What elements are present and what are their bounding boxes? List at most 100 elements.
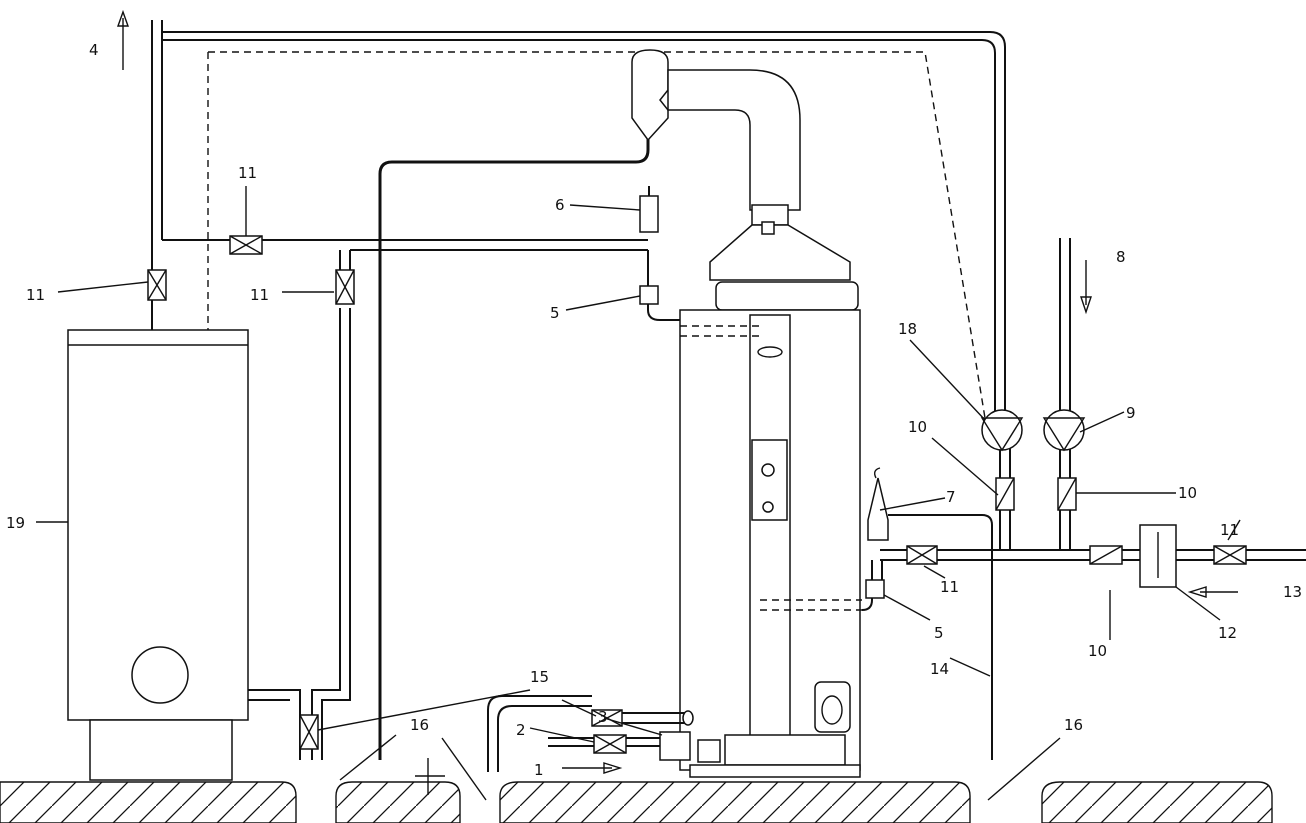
arrow-4 [117, 9, 129, 70]
fitting-5 [639, 285, 659, 305]
flow-arrows [117, 9, 1238, 774]
inlet-8 [1059, 238, 1071, 412]
pipe-end [682, 710, 694, 726]
label-11e: 11 [1220, 521, 1239, 539]
callout-labels: 4 11 11 11 19 6 5 8 18 9 10 10 7 11 13 1… [6, 41, 1302, 779]
leader [569, 204, 641, 211]
gas-regulator-3 [659, 731, 691, 761]
valves-11-left [147, 235, 355, 750]
floor-segment [335, 781, 461, 823]
hood-clip [761, 221, 775, 235]
heater-panel-strip [749, 314, 791, 771]
tank-inspection-port [131, 646, 189, 704]
leader [441, 737, 487, 801]
check-mark [995, 477, 1015, 511]
leader [1227, 519, 1241, 541]
draft-hood [709, 224, 851, 281]
right-piping [861, 238, 1306, 760]
label-11a: 11 [238, 164, 257, 182]
leader [879, 497, 946, 511]
check-mark [1057, 477, 1077, 511]
arrow-13 [1187, 586, 1238, 598]
valve-cross [1213, 545, 1247, 565]
valve-cross [593, 734, 627, 754]
valve-cross [591, 709, 623, 727]
recirc-loop-outer [162, 31, 1006, 415]
leader [883, 594, 931, 621]
label-16a: 16 [410, 716, 429, 734]
leader [57, 281, 149, 293]
burner-assembly [724, 734, 846, 766]
leader [529, 727, 595, 743]
floor-segment [0, 781, 297, 823]
label-3: 3 [598, 708, 608, 726]
leader [317, 689, 531, 731]
valve-cross [335, 269, 355, 305]
recirc-loop-inner [162, 39, 996, 415]
label-5a: 5 [550, 304, 560, 322]
hood-skirt [715, 281, 859, 311]
label-14: 14 [930, 660, 949, 678]
gas-line-to-heater [622, 712, 688, 724]
label-8: 8 [1116, 248, 1126, 266]
label-10a: 10 [908, 418, 927, 436]
label-9: 9 [1126, 404, 1136, 422]
pump-9 [1043, 409, 1085, 451]
label-18: 18 [898, 320, 917, 338]
floor-segment [1041, 781, 1273, 823]
heater-logo [757, 346, 783, 358]
internal-dashed [680, 325, 760, 337]
label-11b: 11 [26, 286, 45, 304]
label-7: 7 [946, 488, 956, 506]
heavy-drain-pipe [378, 132, 650, 760]
internal-dashed [760, 599, 862, 611]
to-softener [1122, 549, 1140, 561]
heater-base [689, 764, 861, 778]
valve-cross [906, 545, 938, 565]
return-to-floor [311, 308, 351, 760]
leader [949, 657, 991, 677]
heater-inlet [647, 250, 680, 321]
leader [603, 717, 663, 736]
label-1: 1 [534, 761, 544, 779]
label-19: 19 [6, 514, 25, 532]
water-heater [679, 309, 862, 778]
check-mark [1089, 545, 1123, 565]
label-11d: 11 [940, 578, 959, 596]
inspection-window [814, 681, 851, 733]
tank-base [89, 719, 233, 781]
leader [339, 734, 397, 781]
relief-valve-6 [639, 195, 659, 233]
leader [1079, 411, 1125, 433]
label-10c: 10 [1088, 642, 1107, 660]
pump-18 [981, 409, 1023, 451]
flue-elbow [667, 69, 801, 211]
inspection-glass [821, 695, 843, 725]
flue [631, 49, 859, 311]
leader [1175, 586, 1221, 621]
valve-cross [147, 269, 167, 301]
expansion-7 [867, 477, 889, 541]
label-10b: 10 [1178, 484, 1197, 502]
label-16b: 16 [1064, 716, 1083, 734]
sensor-control-line [208, 51, 986, 419]
label-2: 2 [516, 721, 526, 739]
floor-drain-mark [415, 758, 445, 795]
label-15: 15 [530, 668, 549, 686]
label-11c: 11 [250, 286, 269, 304]
line-14 [888, 514, 993, 760]
pump-9-arrow [1042, 417, 1086, 452]
arrow-8 [1080, 260, 1092, 315]
heater-connections [487, 186, 721, 772]
valve-cross [299, 714, 319, 750]
flue-separator [631, 49, 669, 142]
leader [565, 295, 641, 311]
arrow-1 [562, 762, 623, 774]
leader-lines [36, 186, 1241, 801]
leader [987, 737, 1061, 801]
leader [931, 437, 999, 496]
label-6: 6 [555, 196, 565, 214]
leader [923, 565, 946, 579]
pump-18-arrow [980, 417, 1024, 452]
